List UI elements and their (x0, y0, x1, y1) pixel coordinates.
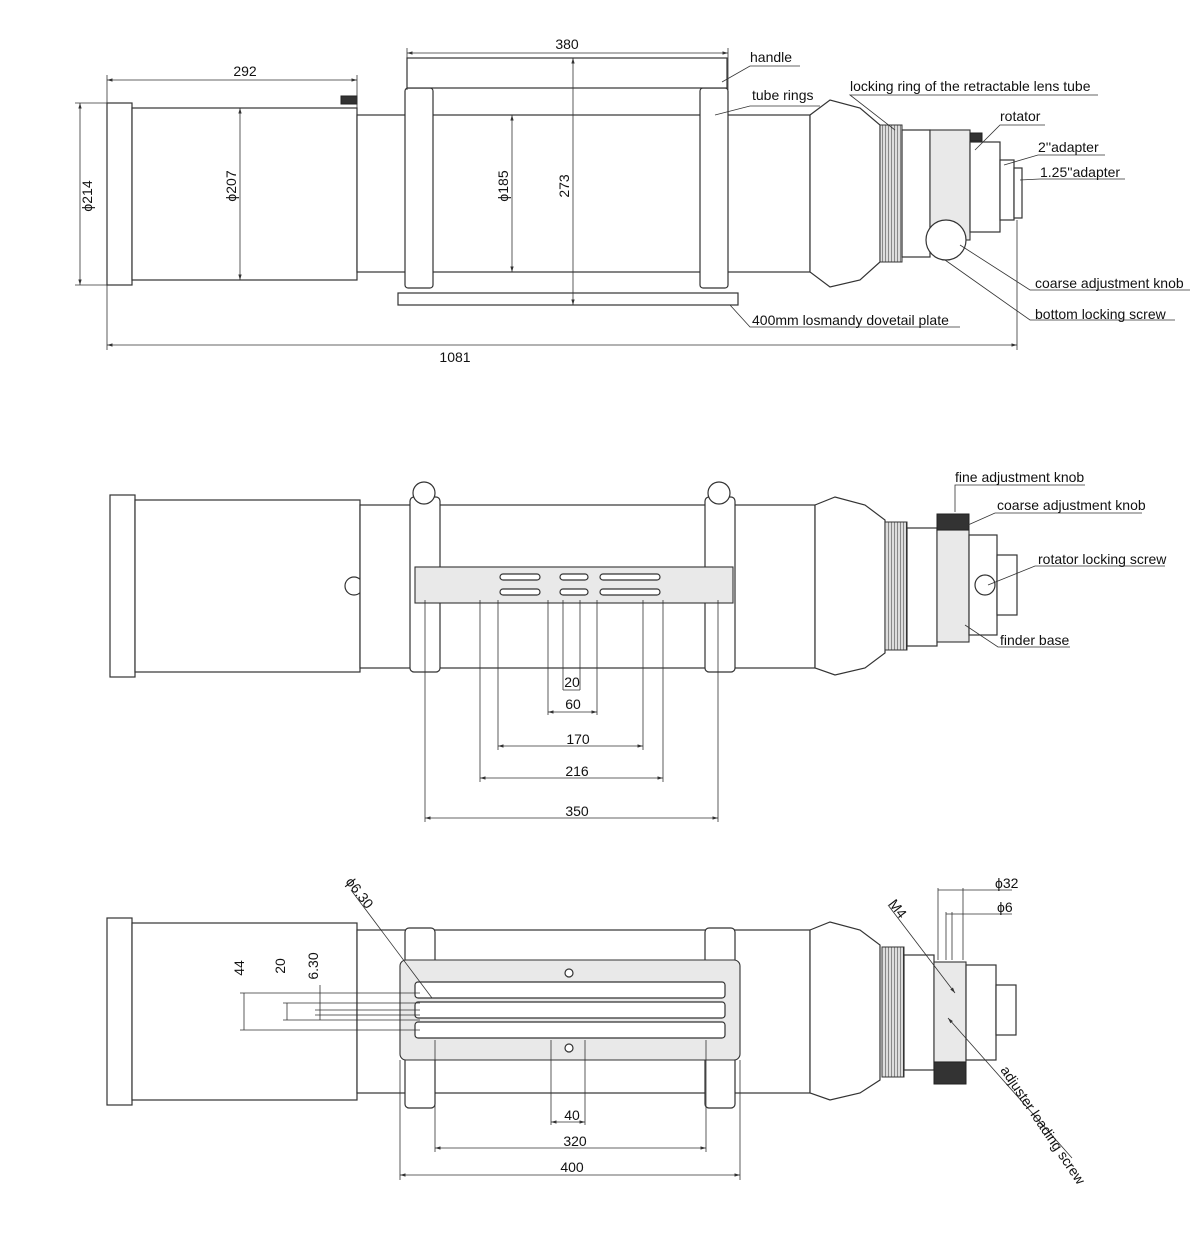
label-dovetail: 400mm losmandy dovetail plate (752, 312, 949, 328)
dew-shield (131, 107, 358, 281)
dim-1081: 1081 (439, 349, 470, 365)
side-view: 380 292 ϕ214 ϕ207 ϕ185 273 1081 handle t… (75, 36, 1190, 365)
dim-400: 400 (560, 1159, 584, 1175)
handle (406, 57, 728, 89)
dim-phi630: ϕ6.30 (343, 874, 377, 912)
bottom-view: 44 20 6.30 ϕ6.30 40 320 400 ϕ32 ϕ6 M4 ad… (106, 874, 1090, 1188)
adapter (996, 554, 1018, 616)
coarse-knob (933, 1061, 967, 1085)
adapter (995, 984, 1017, 1036)
focuser-body (903, 954, 935, 1071)
dim-phi214: ϕ214 (79, 180, 95, 211)
dim-320: 320 (563, 1133, 587, 1149)
dim-350: 350 (565, 803, 589, 819)
focuser-housing (809, 921, 881, 1101)
label-adjuster-screw: adjuster loading screw (998, 1063, 1090, 1188)
dim-phi6: ϕ6 (997, 899, 1013, 915)
dew-shield-lip (106, 102, 133, 286)
coarse-knob (925, 219, 967, 261)
handle-plate (414, 566, 734, 604)
ring-knob (412, 481, 436, 505)
dim-273: 273 (556, 174, 572, 198)
fine-knob (936, 513, 970, 531)
tube-ring-rear (699, 87, 729, 289)
label-rotator: rotator (1000, 108, 1041, 124)
finder-base (933, 961, 967, 1063)
label-handle: handle (750, 49, 792, 65)
tube-ring-front (404, 87, 434, 289)
top-view: 20 60 170 216 350 fine adjustment knob c… (109, 469, 1167, 822)
rotator (969, 141, 1001, 233)
dim-v20: 20 (272, 958, 288, 974)
dim-380: 380 (555, 36, 579, 52)
locking-ring (879, 124, 903, 263)
dim-v630: 6.30 (305, 952, 321, 979)
dim-m4: M4 (886, 896, 911, 921)
dim-216: 216 (565, 763, 589, 779)
dim-phi185: ϕ185 (495, 170, 511, 201)
label-finder-base: finder base (1000, 632, 1069, 648)
dim-20: 20 (564, 674, 580, 690)
rotator-screw (969, 132, 983, 142)
dim-292: 292 (233, 63, 257, 79)
dew-shield (134, 499, 361, 673)
focuser-housing (809, 99, 881, 288)
focuser-body (906, 527, 938, 647)
label-coarse-knob-side: coarse adjustment knob (1035, 275, 1184, 291)
focuser-body (901, 129, 931, 258)
adapter-2in (999, 159, 1015, 221)
dew-shield (131, 922, 358, 1101)
label-locking-ring: locking ring of the retractable lens tub… (850, 78, 1091, 94)
locking-ring (884, 521, 908, 651)
dew-shield-lip (106, 917, 133, 1106)
dew-shield-lip (109, 494, 136, 678)
focuser-block (936, 529, 970, 643)
focuser-housing (814, 496, 886, 676)
dim-170: 170 (566, 731, 590, 747)
label-rotator-screw: rotator locking screw (1038, 551, 1167, 567)
dim-44: 44 (231, 960, 247, 976)
dim-phi207: ϕ207 (223, 170, 239, 201)
dew-shield-screw (340, 95, 358, 105)
dim-60: 60 (565, 696, 581, 712)
rotator-screw (974, 574, 996, 596)
label-2in-adapter: 2''adapter (1038, 139, 1099, 155)
label-bottom-screw: bottom locking screw (1035, 306, 1167, 322)
label-fine-knob: fine adjustment knob (955, 469, 1084, 485)
locking-ring (881, 946, 905, 1078)
label-coarse-knob-top: coarse adjustment knob (997, 497, 1146, 513)
dovetail-plate (397, 292, 739, 306)
label-tube-rings: tube rings (752, 87, 813, 103)
label-125in-adapter: 1.25''adapter (1040, 164, 1120, 180)
rotator (965, 964, 997, 1061)
ring-knob (707, 481, 731, 505)
dim-40: 40 (564, 1107, 580, 1123)
dim-phi32: ϕ32 (995, 875, 1019, 891)
adapter-125in (1013, 167, 1023, 219)
